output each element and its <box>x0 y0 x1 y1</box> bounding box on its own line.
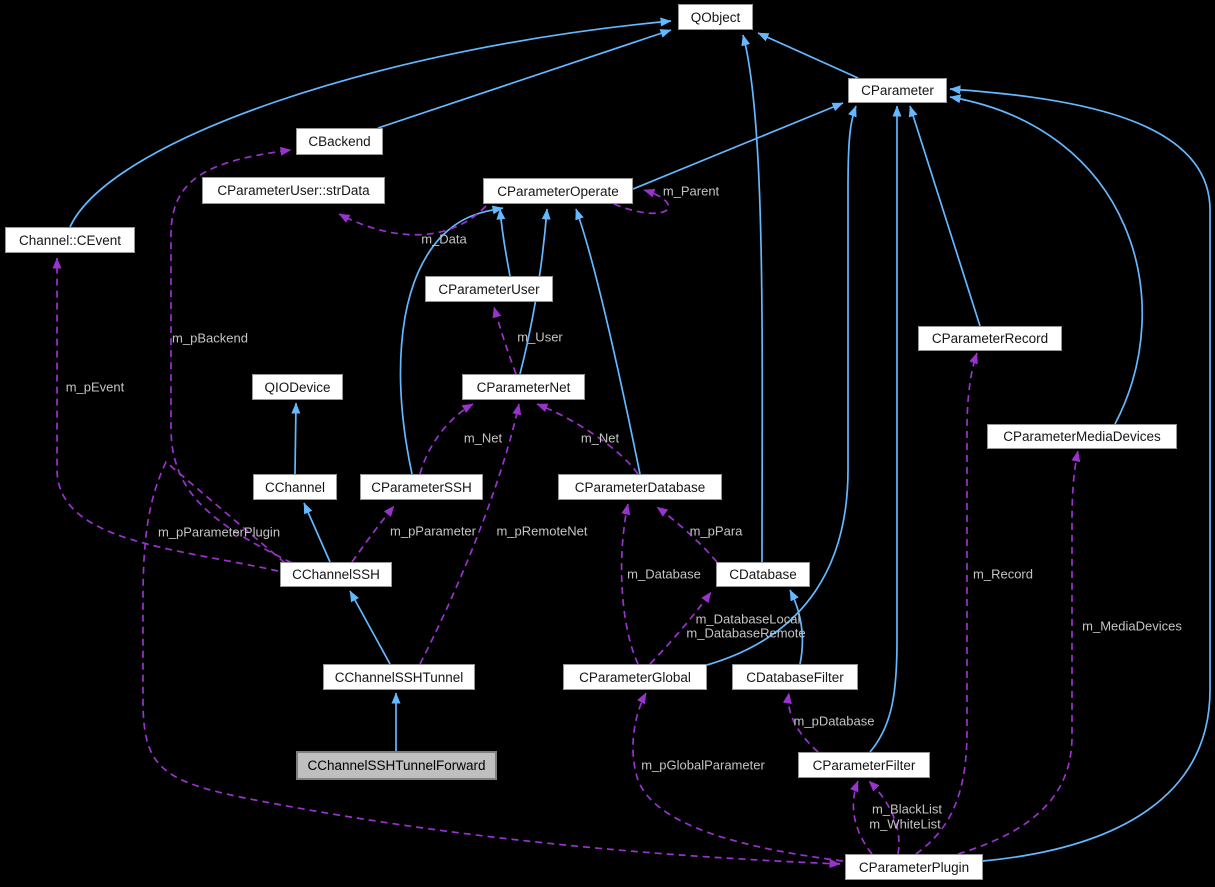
edge-inherit-cfilter-cparameter <box>869 105 902 753</box>
edge-usage-m-mediadevices <box>957 450 1081 855</box>
edge-label-m-data: m_Data <box>421 231 467 247</box>
class-node-cdatabasefilter[interactable]: CDatabaseFilter <box>732 664 858 690</box>
edge-inherit-cuser-coperate <box>496 208 511 277</box>
edge-inherit-cparameter-qobject <box>757 32 859 79</box>
class-node-cparameterssh[interactable]: CParameterSSH <box>360 474 483 500</box>
edge-label-m-premotenet: m_pRemoteNet <box>496 523 588 539</box>
edge-usage-m-parent <box>613 188 670 215</box>
edge-label-m-ppara: m_pPara <box>689 523 743 539</box>
edge-label-m-mediadevices: m_MediaDevices <box>1082 618 1182 634</box>
edge-inherit-cevent-qobject <box>69 17 672 228</box>
edge-label-m-pparameterplugin: m_pParameterPlugin <box>157 524 281 540</box>
edge-label-m-pbackend: m_pBackend <box>172 330 248 346</box>
class-node-cchannelsshtunnel[interactable]: CChannelSSHTunnel <box>323 664 475 690</box>
edge-usage-m-pbackend <box>170 146 293 564</box>
edge-label-m-user: m_User <box>517 329 563 345</box>
edge-usage-m-net-right <box>536 403 639 475</box>
class-node-cbackend[interactable]: CBackend <box>296 128 383 155</box>
edge-usage-m-premotenet <box>419 403 522 665</box>
class-node-cchannelssh[interactable]: CChannelSSH <box>280 562 392 587</box>
edge-usage-m-pparameter <box>351 505 395 563</box>
edge-usage-m-blacklist <box>849 780 873 855</box>
edge-inherit-cglobal-cparameter <box>706 105 857 666</box>
edge-inherit-cmediadevices-cparameter <box>949 94 1143 425</box>
edge-usage-m-database <box>620 503 639 665</box>
edge-label-m-blacklist: m_BlackList <box>871 801 943 817</box>
edge-usage-m-ppara <box>656 506 718 563</box>
edge-label-m-record: m_Record <box>973 566 1033 582</box>
edge-inherit-cparamdb-coperate <box>575 208 641 475</box>
edge-usage-m-pglobalparameter <box>632 692 844 862</box>
edge-usage-m-whitelist <box>868 780 900 855</box>
edge-usage-m-user <box>492 306 517 375</box>
class-node-cparameterplugin[interactable]: CParameterPlugin <box>845 854 983 880</box>
class-node-qobject[interactable]: QObject <box>678 4 753 30</box>
class-node-channel-cevent[interactable]: Channel::CEvent <box>5 227 135 253</box>
edge-label-m-parent: m_Parent <box>662 183 720 199</box>
edge-label-m-databaseremote: m_DatabaseRemote <box>686 625 806 641</box>
edge-label-m-database: m_Database <box>627 566 701 582</box>
edge-label-m-pparameter: m_pParameter <box>390 523 476 539</box>
class-node-cparametermediadevices[interactable]: CParameterMediaDevices <box>987 424 1177 449</box>
edge-label-m-net-right: m_Net <box>580 430 620 446</box>
edge-inherit-cdbfilter-cdatabase <box>789 589 804 665</box>
class-node-cparameternet[interactable]: CParameterNet <box>462 374 585 400</box>
edge-label-m-whitelist: m_WhiteList <box>869 816 941 832</box>
edge-inherit-coperate-cparameter <box>632 102 844 190</box>
edge-inherit-cdatabase-qobject <box>741 34 764 563</box>
class-node-cchannelsshtunnelforward-current: CChannelSSHTunnelForward <box>296 751 497 780</box>
edge-usage-m-record <box>915 352 978 855</box>
class-node-cparameteruser-strdata[interactable]: CParameterUser::strData <box>202 177 385 204</box>
edge-label-m-net-left: m_Net <box>463 430 503 446</box>
edge-inherit-ctunnel-cchannelssh <box>349 590 391 665</box>
class-node-cparameterfilter[interactable]: CParameterFilter <box>798 752 930 778</box>
edge-usage-m-pevent <box>52 257 279 572</box>
class-node-cparameterglobal[interactable]: CParameterGlobal <box>563 664 707 690</box>
edge-inherit-crecord-cparameter <box>908 105 981 327</box>
edge-usage-m-databaselocal-remote <box>649 591 712 665</box>
class-node-cparameterdatabase[interactable]: CParameterDatabase <box>558 474 722 500</box>
edge-inherit-cchannel-qiodevice <box>291 402 301 475</box>
edge-label-m-pevent: m_pEvent <box>65 379 125 395</box>
edge-label-m-pglobalparameter: m_pGlobalParameter <box>641 757 765 773</box>
class-node-qiodevice[interactable]: QIODevice <box>252 374 343 400</box>
class-node-cparameter[interactable]: CParameter <box>848 78 947 103</box>
edge-usage-m-pdatabase <box>782 692 819 753</box>
edge-usage-m-pparameterplugin <box>142 460 841 869</box>
edge-label-m-pdatabase: m_pDatabase <box>793 713 875 729</box>
class-node-cchannel[interactable]: CChannel <box>253 474 337 500</box>
edge-inherit-cplugin-cparameter <box>949 85 1211 862</box>
class-node-cparameteroperate[interactable]: CParameterOperate <box>483 178 633 204</box>
edge-inherit-cchannelssh-cchannel <box>303 502 331 563</box>
class-node-cparameterrecord[interactable]: CParameterRecord <box>918 326 1062 351</box>
edge-inherit-cbackend-qobject <box>377 29 672 129</box>
class-node-cdatabase[interactable]: CDatabase <box>716 562 810 587</box>
class-node-cparameteruser[interactable]: CParameterUser <box>425 276 553 302</box>
edge-label-m-databaselocal: m_DatabaseLocal <box>695 611 801 627</box>
